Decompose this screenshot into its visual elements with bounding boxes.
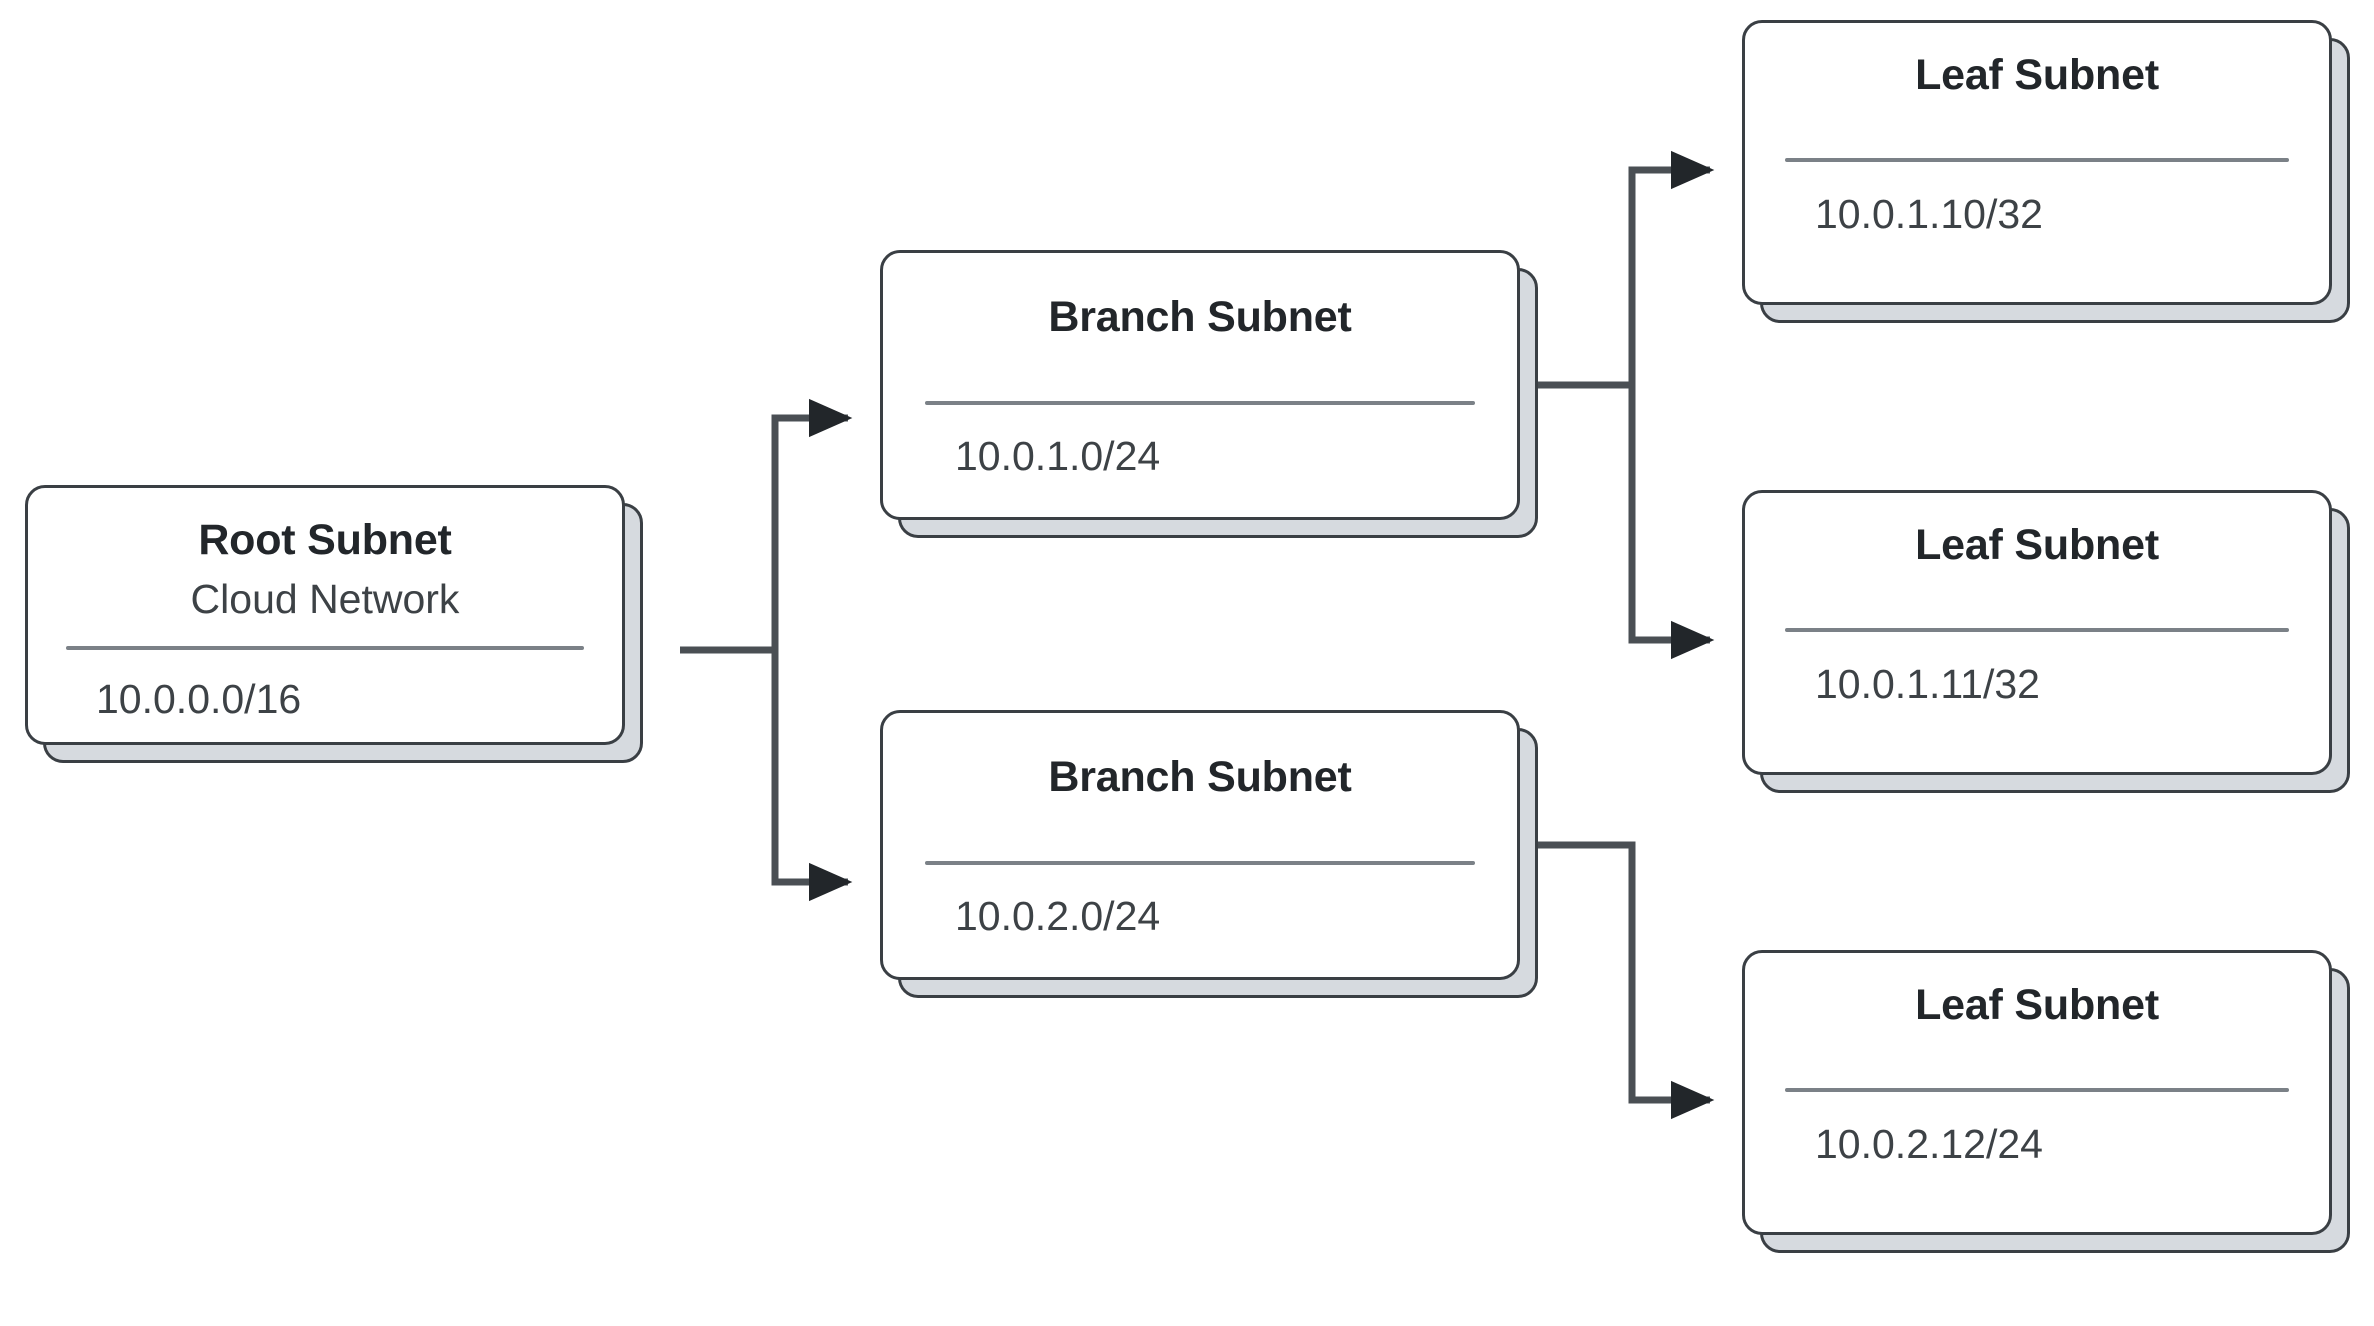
node-divider xyxy=(1785,628,2289,632)
edge-root-to-branch-2 xyxy=(771,650,853,902)
card-front: Root Subnet Cloud Network 10.0.0.0/16 xyxy=(25,485,625,745)
card-body: Leaf Subnet 10.0.2.12/24 xyxy=(1745,953,2329,1232)
node-subtitle: Cloud Network xyxy=(190,576,460,622)
node-cidr: 10.0.1.0/24 xyxy=(955,433,1161,479)
node-cidr: 10.0.1.11/32 xyxy=(1815,661,2040,707)
card-body: Branch Subnet 10.0.2.0/24 xyxy=(883,713,1517,977)
card-front: Leaf Subnet 10.0.1.11/32 xyxy=(1742,490,2332,775)
node-divider xyxy=(1785,1088,2289,1092)
card-front: Leaf Subnet 10.0.1.10/32 xyxy=(1742,20,2332,305)
card-body: Leaf Subnet 10.0.1.10/32 xyxy=(1745,23,2329,302)
edge-branch-1-to-leaf-2 xyxy=(1628,385,1715,660)
card-body: Leaf Subnet 10.0.1.11/32 xyxy=(1745,493,2329,772)
node-title: Leaf Subnet xyxy=(1915,521,2159,569)
node-divider xyxy=(925,401,1475,405)
card-body: Root Subnet Cloud Network 10.0.0.0/16 xyxy=(28,488,622,742)
node-root-subnet[interactable]: Root Subnet Cloud Network 10.0.0.0/16 xyxy=(25,485,643,763)
card-body: Branch Subnet 10.0.1.0/24 xyxy=(883,253,1517,517)
card-front: Branch Subnet 10.0.2.0/24 xyxy=(880,710,1520,980)
node-divider xyxy=(66,646,584,650)
node-title: Branch Subnet xyxy=(1048,753,1352,801)
node-cidr: 10.0.0.0/16 xyxy=(96,676,302,722)
node-title: Leaf Subnet xyxy=(1915,981,2159,1029)
node-branch-subnet-1[interactable]: Branch Subnet 10.0.1.0/24 xyxy=(880,250,1538,538)
node-title: Root Subnet xyxy=(198,516,452,564)
node-leaf-subnet-3[interactable]: Leaf Subnet 10.0.2.12/24 xyxy=(1742,950,2350,1253)
node-cidr: 10.0.2.12/24 xyxy=(1815,1121,2043,1167)
edge-root-to-branch-1 xyxy=(771,398,853,650)
node-cidr: 10.0.1.10/32 xyxy=(1815,191,2043,237)
node-leaf-subnet-1[interactable]: Leaf Subnet 10.0.1.10/32 xyxy=(1742,20,2350,323)
edge-branch-2-to-leaf-3 xyxy=(1538,841,1715,1120)
node-title: Leaf Subnet xyxy=(1915,51,2159,99)
node-title: Branch Subnet xyxy=(1048,293,1352,341)
node-divider xyxy=(925,861,1475,865)
node-cidr: 10.0.2.0/24 xyxy=(955,893,1161,939)
node-divider xyxy=(1785,158,2289,162)
edge-branch-1-to-leaf-1 xyxy=(1628,150,1715,385)
card-front: Leaf Subnet 10.0.2.12/24 xyxy=(1742,950,2332,1235)
card-front: Branch Subnet 10.0.1.0/24 xyxy=(880,250,1520,520)
node-branch-subnet-2[interactable]: Branch Subnet 10.0.2.0/24 xyxy=(880,710,1538,998)
node-leaf-subnet-2[interactable]: Leaf Subnet 10.0.1.11/32 xyxy=(1742,490,2350,793)
